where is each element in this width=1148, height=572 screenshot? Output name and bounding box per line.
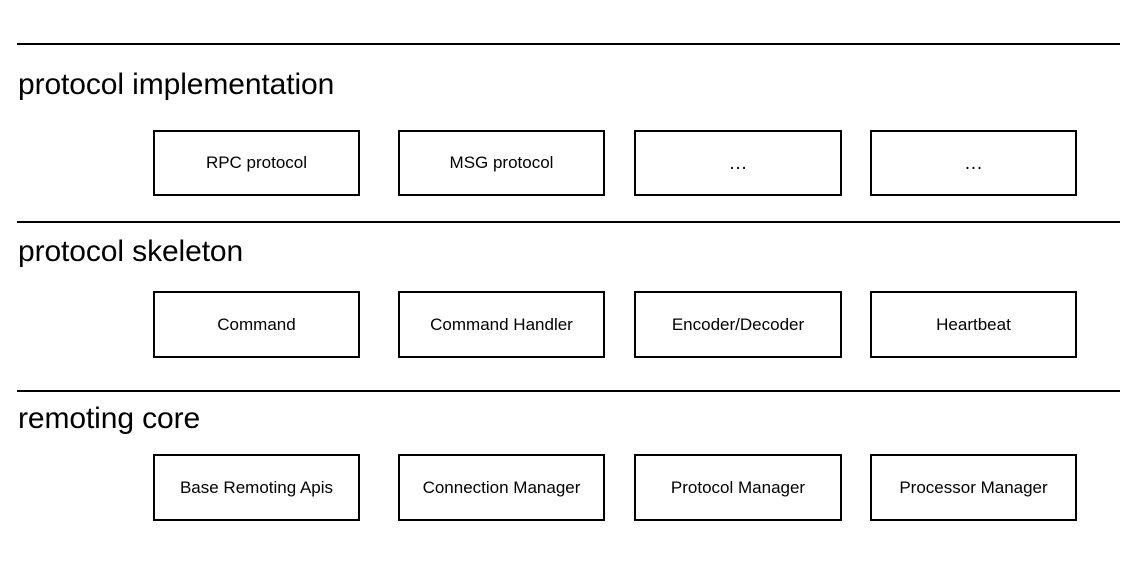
node-box-command[interactable]: Command	[153, 291, 360, 358]
node-label-encoder-decoder: Encoder/Decoder	[671, 314, 805, 334]
node-label-protocol-manager: Protocol Manager	[670, 477, 806, 497]
section-divider-remoting-core	[17, 390, 1120, 392]
node-box-rpc-protocol[interactable]: RPC protocol	[153, 130, 360, 196]
node-box-connection-manager[interactable]: Connection Manager	[398, 454, 605, 521]
node-label-placeholder-2: …	[964, 153, 983, 175]
section-divider-protocol-skeleton	[17, 221, 1120, 223]
node-label-base-remoting-apis: Base Remoting Apis	[179, 477, 334, 497]
node-label-processor-manager: Processor Manager	[899, 477, 1048, 497]
node-box-encoder-decoder[interactable]: Encoder/Decoder	[634, 291, 842, 358]
section-label-protocol-skeleton: protocol skeleton	[18, 235, 244, 268]
node-box-msg-protocol[interactable]: MSG protocol	[398, 130, 605, 196]
node-box-protocol-manager[interactable]: Protocol Manager	[634, 454, 842, 521]
node-box-placeholder-2[interactable]: …	[870, 130, 1077, 196]
section-label-remoting-core: remoting core	[18, 402, 201, 435]
node-label-command-handler: Command Handler	[430, 314, 573, 334]
node-box-command-handler[interactable]: Command Handler	[398, 291, 605, 358]
node-box-base-remoting-apis[interactable]: Base Remoting Apis	[153, 454, 360, 521]
node-box-processor-manager[interactable]: Processor Manager	[870, 454, 1077, 521]
node-label-command: Command	[217, 314, 296, 334]
section-label-protocol-implementation: protocol implementation	[18, 68, 335, 101]
node-label-rpc-protocol: RPC protocol	[205, 153, 308, 173]
node-label-placeholder-1: …	[728, 153, 748, 175]
node-label-connection-manager: Connection Manager	[422, 477, 581, 497]
section-divider-protocol-implementation	[17, 43, 1120, 45]
node-label-heartbeat: Heartbeat	[936, 314, 1011, 334]
node-label-msg-protocol: MSG protocol	[449, 153, 554, 173]
node-box-heartbeat[interactable]: Heartbeat	[870, 291, 1077, 358]
node-box-placeholder-1[interactable]: …	[634, 130, 842, 196]
